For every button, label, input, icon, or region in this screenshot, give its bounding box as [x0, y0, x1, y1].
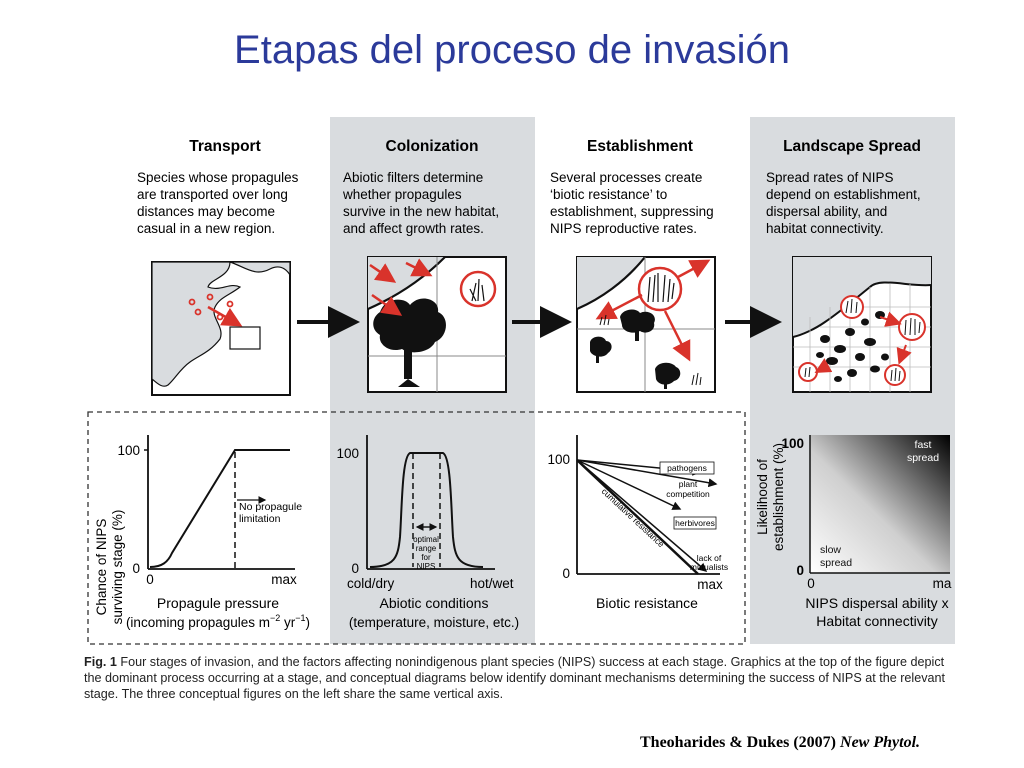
- establishment-graph: 100 0 max pathogens plant competition he…: [547, 435, 728, 611]
- citation: Theoharides & Dukes (2007) New Phytol.: [640, 734, 920, 752]
- slide-title: Etapas del proceso de invasión: [234, 28, 790, 72]
- colonization-desc-3: survive in the new habitat,: [343, 204, 499, 219]
- spread-slow-1: slow: [820, 544, 841, 556]
- colonization-graph: 100 0 optimal range for NIPS cold/dry ho…: [336, 435, 519, 630]
- colonization-xlabel2: (temperature, moisture, etc.): [349, 615, 519, 630]
- colonization-desc-4: and affect growth rates.: [343, 221, 484, 236]
- transport-ylabel-2: surviving stage (%): [110, 510, 125, 625]
- caption-label: Fig. 1: [84, 655, 117, 669]
- transport-y100: 100: [117, 443, 140, 458]
- colonization-xlabel: Abiotic conditions: [380, 595, 489, 611]
- spread-fast-1: fast: [915, 439, 932, 451]
- spread-x0: 0: [807, 576, 815, 591]
- heading-colonization: Colonization: [386, 138, 479, 155]
- spread-graph: Likelihood of establishment (%) 100 0 0 …: [755, 435, 952, 629]
- transport-note-1: No propagule: [239, 501, 302, 513]
- colonization-xright: hot/wet: [470, 576, 514, 591]
- spread-slow-2: spread: [820, 557, 852, 569]
- colonization-note-3: for: [421, 553, 431, 562]
- figure-caption: Fig. 1 Four stages of invasion, and the …: [84, 654, 954, 702]
- establishment-label-lack-of: lack of: [697, 553, 722, 563]
- transport-xlabel2: (incoming propagules m−2 yr−1): [126, 613, 310, 630]
- transport-desc-4: casual in a new region.: [137, 221, 275, 236]
- shared-axis-dashed-box: [87, 411, 746, 645]
- establishment-label-cumulative: cumulative resistance: [600, 486, 667, 549]
- establishment-label-plant: plant: [679, 479, 698, 489]
- establishment-desc-2: ‘biotic resistance’ to: [550, 187, 667, 202]
- colonization-note-4: NIPS: [417, 562, 436, 571]
- spread-xlabel: NIPS dispersal ability x: [805, 595, 948, 611]
- establishment-label-herbivores: herbivores: [675, 518, 715, 528]
- establishment-label-competition: competition: [666, 489, 710, 499]
- establishment-y0: 0: [562, 566, 570, 581]
- spread-xlabel2: Habitat connectivity: [816, 613, 937, 629]
- transport-graph: Chance of NIPS surviving stage (%) 100 0…: [94, 435, 310, 630]
- transport-xmax: max: [271, 572, 297, 587]
- transport-ylabel-1: Chance of NIPS: [94, 519, 109, 616]
- transport-map-illustration: [151, 261, 291, 396]
- establishment-label-pathogens: pathogens: [667, 463, 707, 473]
- citation-authors: Theoharides & Dukes (2007): [640, 734, 841, 751]
- colonization-desc-1: Abiotic filters determine: [343, 170, 483, 185]
- spread-xmax: ma: [933, 576, 952, 591]
- invasion-stages-figure: Transport Colonization Establishment Lan…: [87, 117, 955, 645]
- caption-text: Four stages of invasion, and the factors…: [84, 655, 946, 701]
- landscape-spread-illustration: [792, 256, 932, 393]
- spread-desc-2: depend on establishment,: [766, 187, 921, 202]
- establishment-illustration: [576, 256, 716, 393]
- spread-ylabel-2: establishment (%): [771, 443, 786, 551]
- colonization-y0: 0: [351, 561, 359, 576]
- transport-desc-1: Species whose propagules: [137, 170, 299, 185]
- colonization-xleft: cold/dry: [347, 576, 395, 591]
- citation-journal: New Phytol.: [840, 734, 921, 751]
- establishment-label-mutualists: mutualists: [690, 562, 728, 572]
- establishment-xlabel: Biotic resistance: [596, 595, 698, 611]
- colonization-desc-2: whether propagules: [342, 187, 462, 202]
- heading-transport: Transport: [189, 138, 260, 155]
- heading-establishment: Establishment: [587, 138, 693, 155]
- transport-x0: 0: [146, 572, 154, 587]
- spread-desc-4: habitat connectivity.: [766, 221, 884, 236]
- colonization-y100: 100: [336, 446, 359, 461]
- establishment-desc-3: establishment, suppressing: [550, 204, 714, 219]
- transport-y0: 0: [132, 561, 140, 576]
- transport-desc-3: distances may become: [137, 204, 275, 219]
- spread-desc-1: Spread rates of NIPS: [766, 170, 894, 185]
- establishment-desc-1: Several processes create: [550, 170, 702, 185]
- transport-note-2: limitation: [239, 513, 281, 525]
- spread-fast-2: spread: [907, 452, 939, 464]
- spread-y0: 0: [796, 563, 804, 578]
- colonization-note-1: optimal: [413, 535, 439, 544]
- heading-landscape-spread: Landscape Spread: [783, 138, 921, 155]
- establishment-desc-4: NIPS reproductive rates.: [550, 221, 697, 236]
- spread-y100: 100: [781, 436, 804, 451]
- spread-desc-3: dispersal ability, and: [766, 204, 887, 219]
- colonization-note-2: range: [416, 544, 437, 553]
- establishment-xmax: max: [697, 577, 723, 592]
- spread-ylabel-1: Likelihood of: [755, 459, 770, 535]
- transport-desc-2: are transported over long: [137, 187, 288, 202]
- establishment-y100: 100: [547, 452, 570, 467]
- transport-xlabel: Propagule pressure: [157, 595, 279, 611]
- colonization-illustration: [367, 256, 507, 393]
